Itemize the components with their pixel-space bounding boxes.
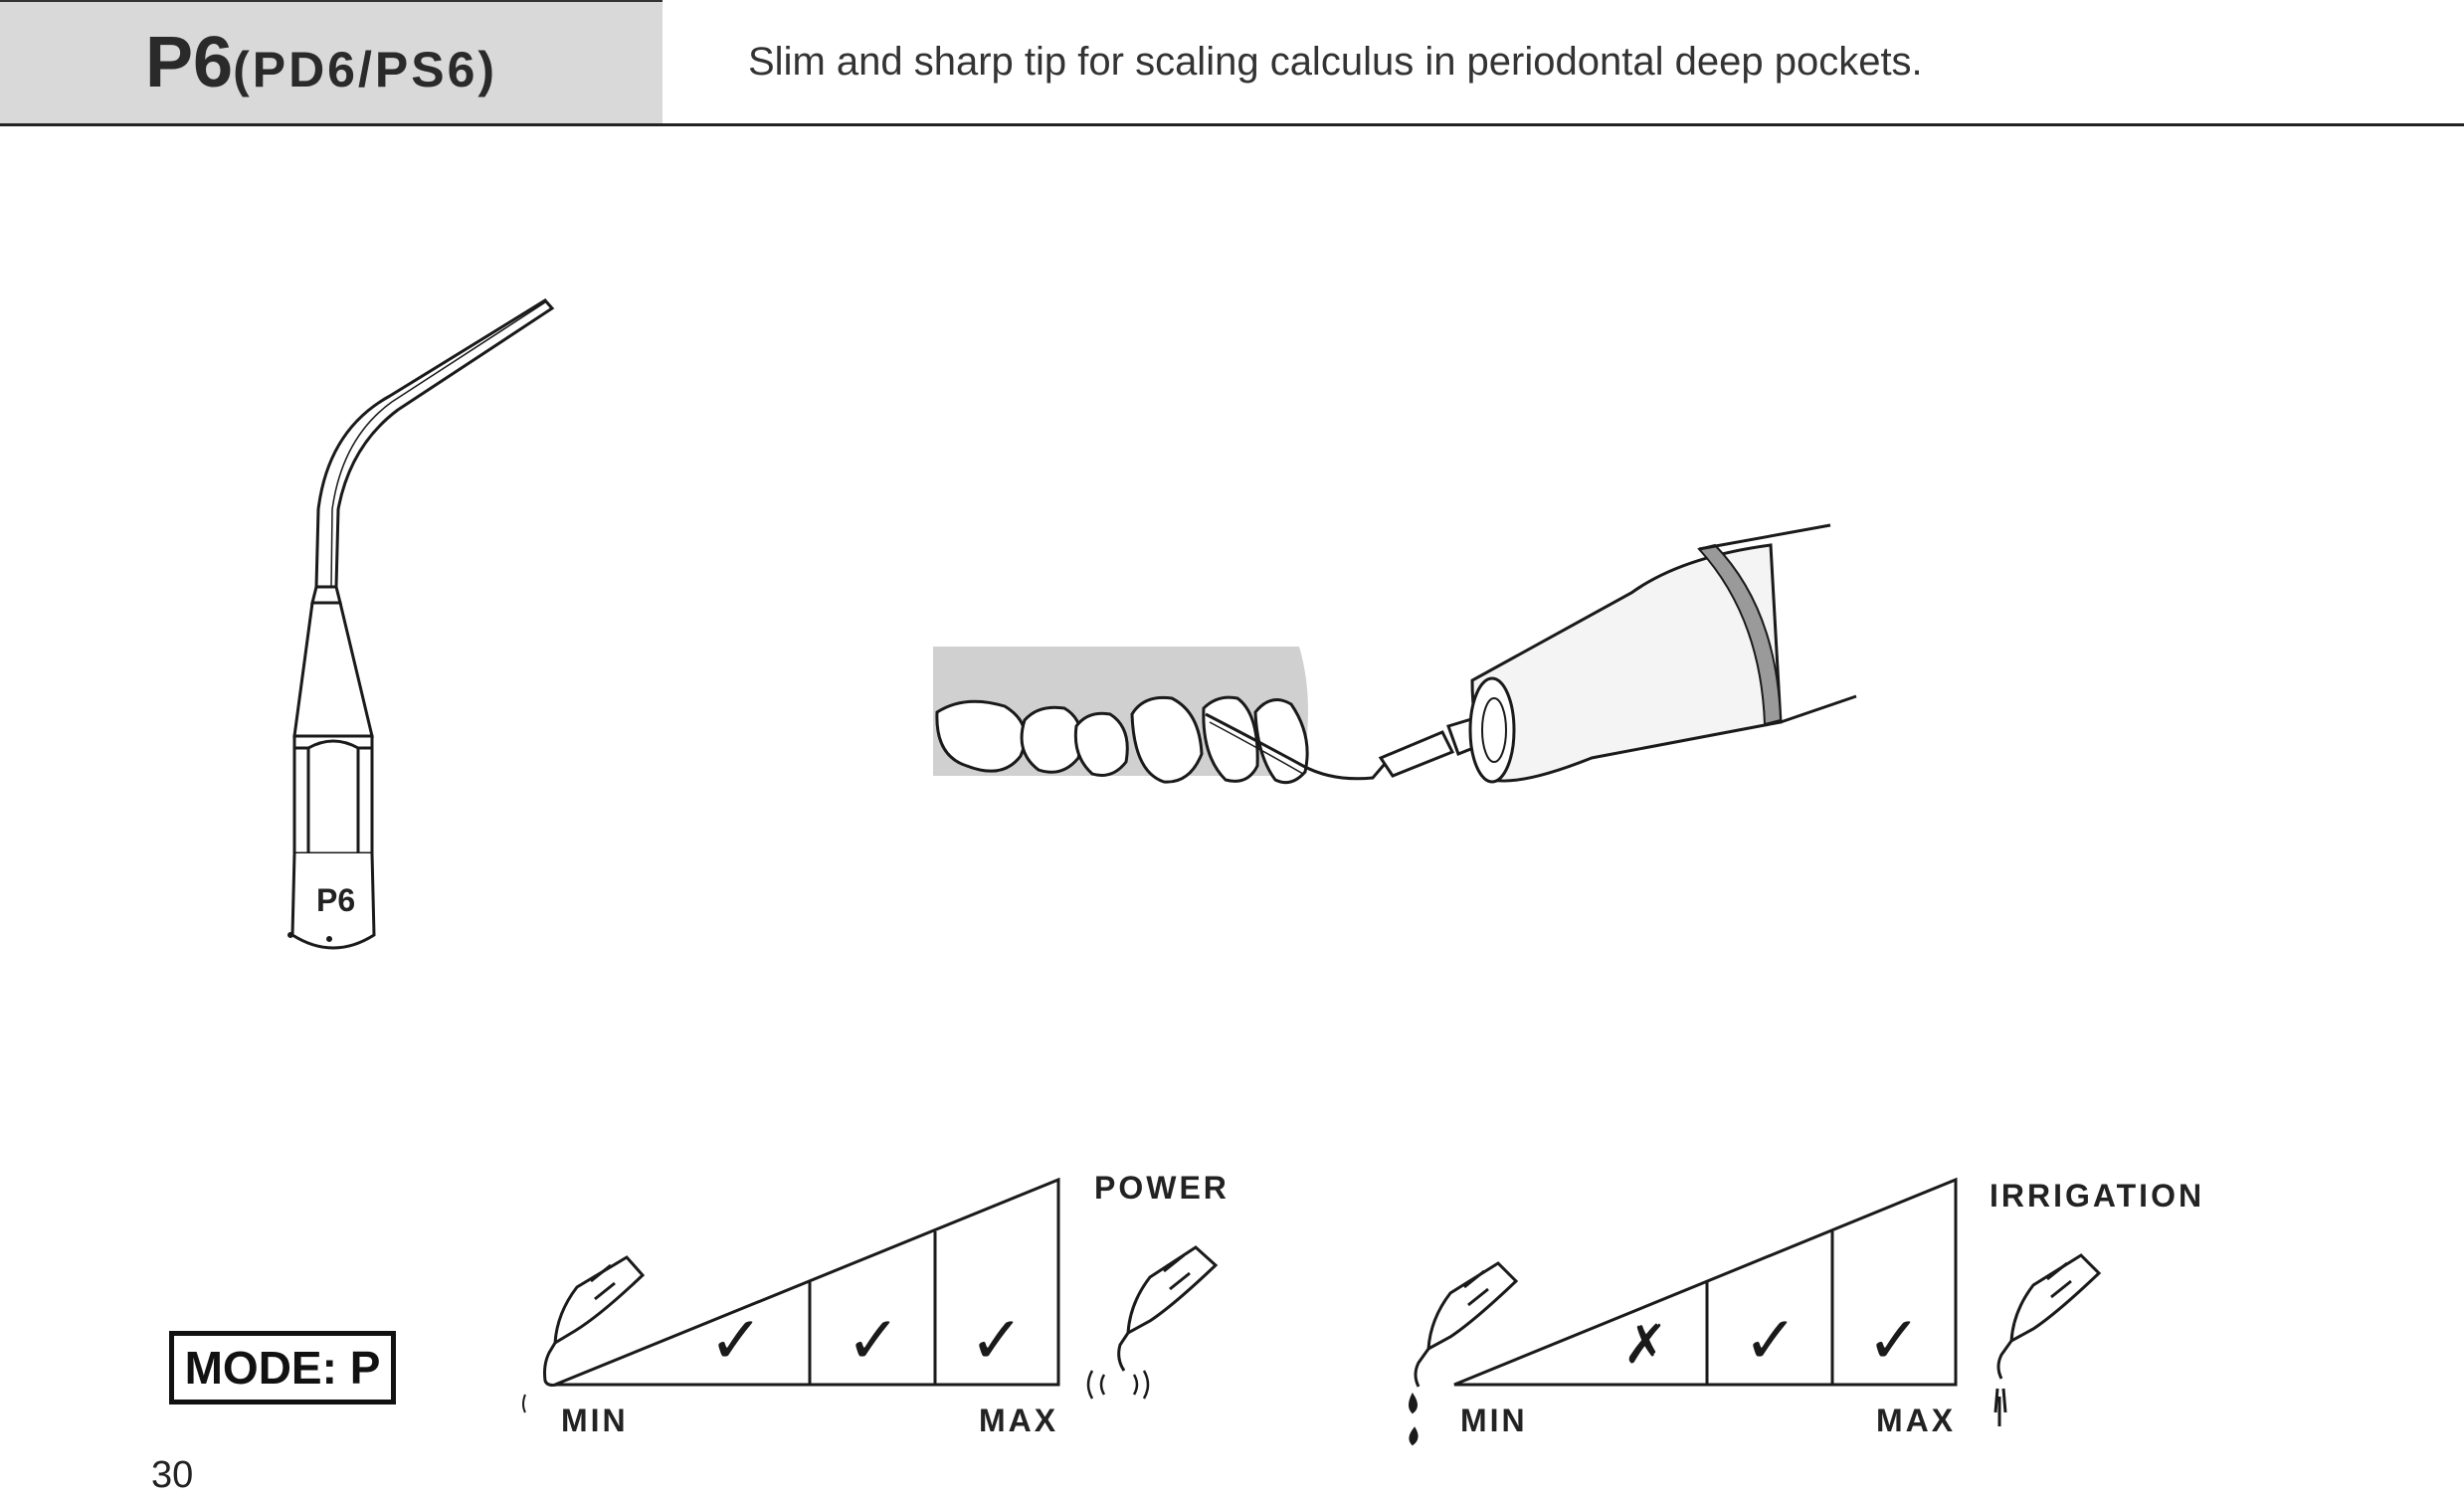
irrigation-label: IRRIGATION [1990, 1178, 2205, 1214]
power-mark-3: ✓ [969, 1302, 1024, 1379]
irrigation-min-label: MIN [1460, 1403, 1528, 1438]
irrigation-mark-3: ✓ [1866, 1302, 1921, 1379]
teeth-handpiece-illustration [933, 523, 1857, 785]
power-gauge [522, 1177, 1219, 1413]
mode-badge: MODE: P [169, 1331, 396, 1404]
tip-description: Slim and sharp tip for scaling calculus … [748, 40, 1923, 84]
power-mark-1: ✓ [708, 1302, 763, 1379]
irrigation-mark-2: ✓ [1743, 1302, 1798, 1379]
title-box [0, 0, 663, 125]
power-max-label: MAX [979, 1403, 1059, 1438]
power-min-label: MIN [561, 1403, 629, 1438]
scaler-tip-illustration [287, 298, 555, 950]
power-mark-2: ✓ [846, 1302, 900, 1379]
power-label: POWER [1094, 1170, 1230, 1206]
title-sub: (PD6/PS6) [233, 42, 498, 97]
header-divider [0, 123, 2464, 126]
page-number: 30 [151, 1454, 194, 1496]
irrigation-max-label: MAX [1876, 1403, 1957, 1438]
tip-engraving: P6 [316, 882, 355, 918]
title-main: P6 [145, 23, 234, 102]
irrigation-gauge [1409, 1177, 2102, 1446]
irrigation-mark-1: ✗ [1622, 1313, 1667, 1376]
page-title: P6(PD6/PS6) [145, 22, 497, 103]
